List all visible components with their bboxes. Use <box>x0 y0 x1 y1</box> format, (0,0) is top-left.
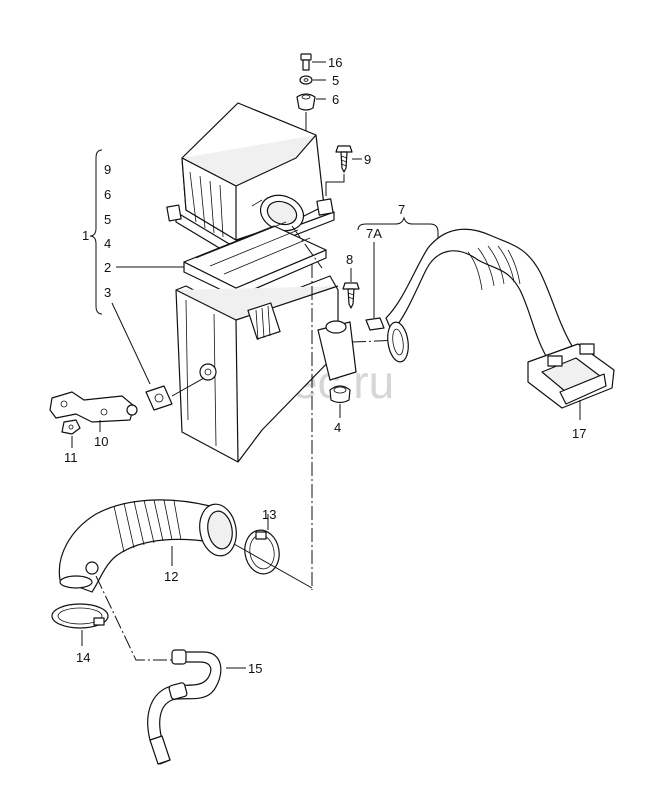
intake-hose-12[interactable] <box>58 499 240 593</box>
bracket-10[interactable] <box>49 391 138 423</box>
callout-7-brace <box>357 216 439 248</box>
washer-5[interactable] <box>299 75 313 85</box>
rubber-mount-3[interactable] <box>145 385 173 411</box>
callout-17: 17 <box>572 426 586 441</box>
callout-15: 15 <box>248 661 262 676</box>
callout-14: 14 <box>76 650 90 665</box>
air-duct-hose-7[interactable] <box>385 228 573 363</box>
callout-12: 12 <box>164 569 178 584</box>
callout-4: 4 <box>334 420 341 435</box>
callout-9-group: 9 <box>104 162 111 177</box>
breather-hose-15[interactable] <box>147 649 222 765</box>
callout-6-top: 6 <box>332 92 339 107</box>
callout-2: 2 <box>104 260 111 275</box>
hose-clamp-14[interactable] <box>51 603 109 629</box>
filter-element-2[interactable] <box>183 221 327 298</box>
grommet-4[interactable] <box>329 385 351 404</box>
air-filter-cover[interactable] <box>166 102 335 259</box>
callout-10: 10 <box>94 434 108 449</box>
clip-7a[interactable] <box>365 317 385 331</box>
callout-4-group: 4 <box>104 236 111 251</box>
callout-8: 8 <box>346 252 353 267</box>
callout-5-top: 5 <box>332 73 339 88</box>
bolt-16[interactable] <box>300 53 312 71</box>
callout-16: 16 <box>328 55 342 70</box>
group-brace <box>89 149 103 315</box>
hose-clamp-13[interactable] <box>241 527 282 576</box>
grommet-6[interactable] <box>296 93 316 111</box>
callout-11: 11 <box>64 450 78 465</box>
callout-3: 3 <box>104 285 111 300</box>
nut-11[interactable] <box>61 419 81 435</box>
callout-7a: 7A <box>366 226 382 241</box>
callout-7: 7 <box>398 202 405 217</box>
callout-6-group: 6 <box>104 187 111 202</box>
callout-1: 1 <box>82 228 89 243</box>
callout-13: 13 <box>262 507 276 522</box>
screw-9[interactable] <box>335 145 353 173</box>
bracket-17[interactable] <box>527 343 615 409</box>
callout-5-group: 5 <box>104 212 111 227</box>
screw-8[interactable] <box>342 282 360 309</box>
air-filter-housing-lower[interactable] <box>175 275 357 463</box>
callout-9-right: 9 <box>364 152 371 167</box>
